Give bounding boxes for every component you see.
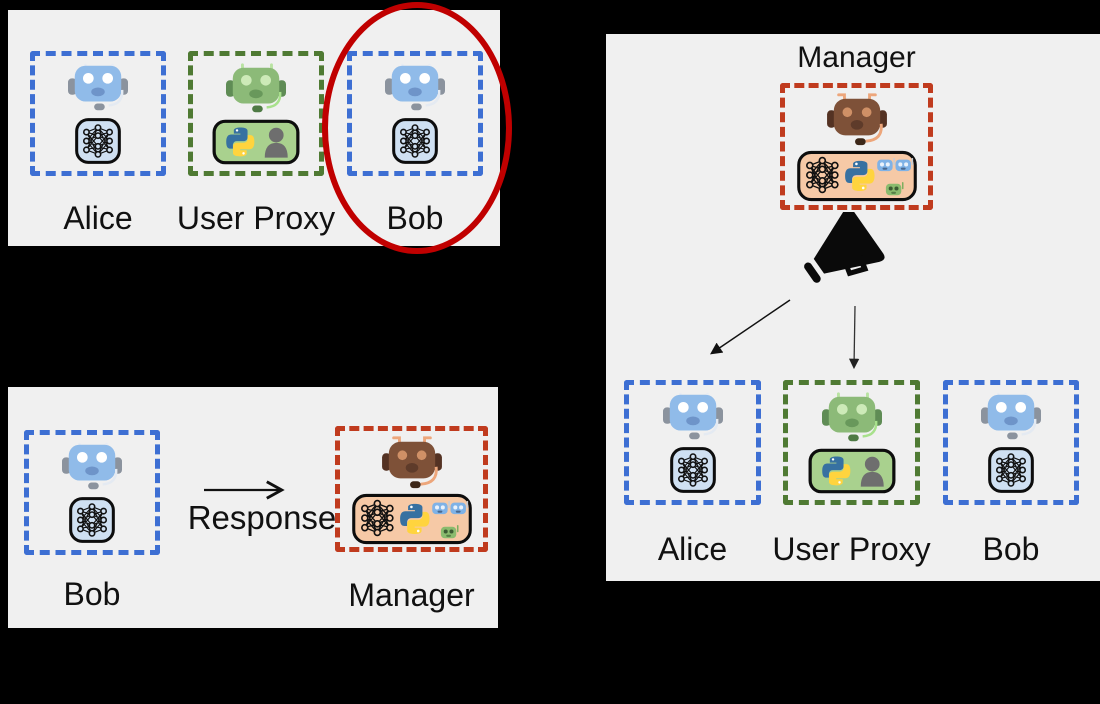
manager-title: Manager — [797, 41, 916, 74]
agent-card-alice: Alice — [624, 380, 761, 566]
agent-box-bob — [943, 380, 1079, 505]
robot-headset-icon — [226, 63, 286, 113]
robot-headset-icon — [821, 392, 882, 442]
neural-chip-icon — [988, 447, 1034, 493]
agent-card-user-proxy: User Proxy — [177, 51, 335, 235]
mini-robot-blue-icon — [895, 157, 913, 172]
agent-box-alice — [624, 380, 761, 505]
agent-box-manager — [335, 426, 488, 552]
groupchat-chip-icon — [796, 150, 917, 202]
python-person-icon — [808, 448, 895, 494]
robot-manager-icon — [826, 93, 887, 146]
python-logo-icon — [399, 503, 430, 534]
agent-card-bob: Bob — [943, 380, 1079, 566]
neural-chip-icon — [669, 447, 716, 493]
agent-label: Bob — [63, 576, 121, 612]
mini-robot-blue-icon — [450, 500, 468, 514]
robot-icon — [981, 392, 1041, 440]
agent-label: Bob — [982, 531, 1040, 567]
mini-robot-green-icon — [885, 181, 904, 196]
neural-net-icon — [360, 499, 394, 536]
agent-card-bob-sender: Bob — [24, 430, 160, 611]
agent-label: User Proxy — [772, 531, 931, 567]
agent-card-alice: Alice — [30, 51, 166, 235]
mini-robot-blue-icon — [431, 500, 450, 514]
agent-box-user-proxy — [783, 380, 920, 505]
neural-net-icon — [805, 156, 839, 194]
panel-broadcast: Manager — [606, 34, 1100, 581]
agent-card-manager — [780, 83, 933, 210]
person-icon — [860, 456, 884, 487]
agent-label: Alice — [63, 200, 133, 236]
mini-robot-green-icon — [440, 524, 459, 538]
agent-card-user-proxy: User Proxy — [772, 380, 931, 566]
agent-label: Alice — [657, 531, 728, 567]
python-logo-icon — [844, 160, 875, 192]
agent-label: User Proxy — [176, 200, 336, 236]
python-logo-icon — [821, 456, 850, 486]
panel-response: Bob Response — [8, 387, 498, 628]
person-icon — [264, 127, 288, 158]
neural-chip-icon — [75, 118, 121, 164]
response-arrow-label: Response — [187, 499, 337, 536]
robot-icon — [62, 442, 122, 490]
megaphone-icon — [804, 212, 885, 283]
python-logo-icon — [226, 127, 255, 157]
mini-robot-blue-icon — [876, 157, 895, 172]
neural-chip-icon — [69, 497, 115, 543]
agent-box-bob — [24, 430, 160, 555]
highlight-ellipse — [322, 2, 512, 254]
agent-box-manager — [780, 83, 933, 210]
python-person-icon — [212, 119, 300, 165]
agent-box-user-proxy — [188, 51, 324, 176]
agent-label: Manager — [348, 577, 475, 613]
robot-icon — [662, 392, 723, 440]
groupchat-chip-icon — [351, 493, 472, 544]
robot-manager-icon — [381, 435, 442, 488]
robot-icon — [68, 63, 128, 111]
agent-card-manager: Manager — [335, 426, 488, 612]
agent-box-alice — [30, 51, 166, 176]
